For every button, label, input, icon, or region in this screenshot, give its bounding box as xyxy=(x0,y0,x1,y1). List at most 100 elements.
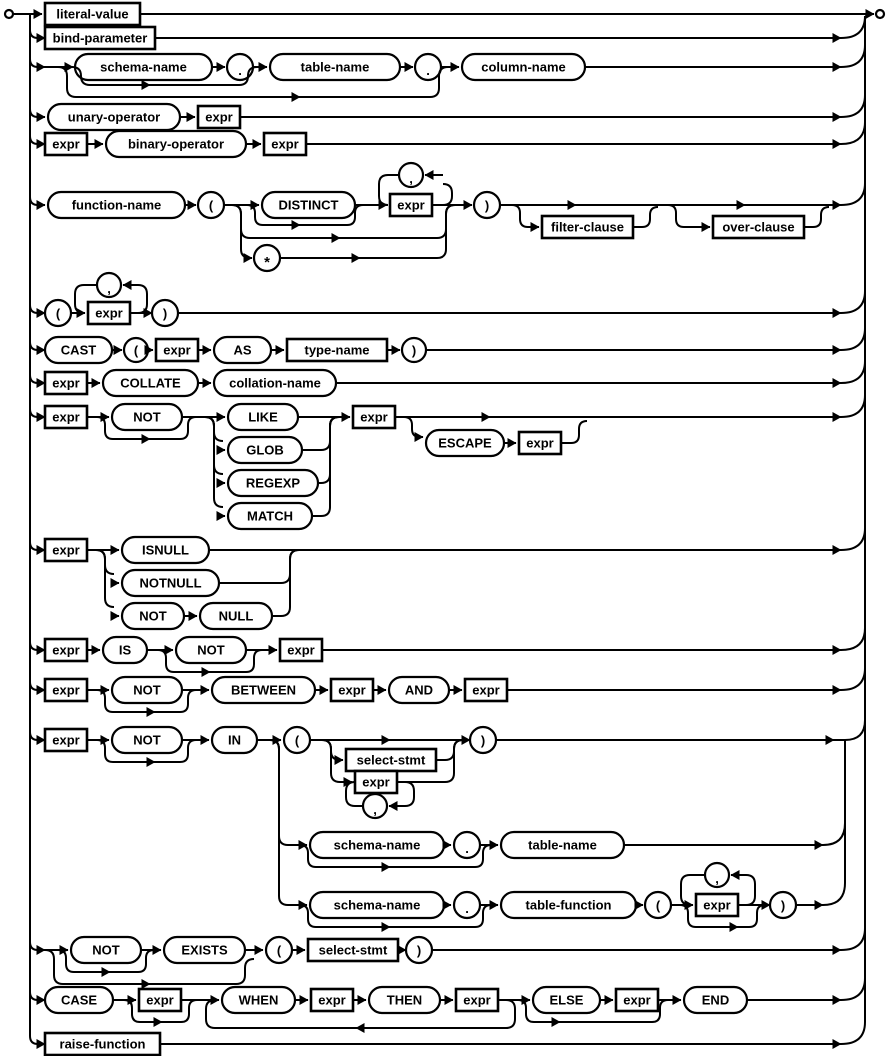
node-expr[interactable]: expr xyxy=(614,987,660,1013)
svg-text:): ) xyxy=(412,343,416,358)
node-star: * xyxy=(252,243,282,273)
svg-text:COLLATE: COLLATE xyxy=(120,376,181,391)
svg-text:(: ( xyxy=(656,898,661,913)
node-as: AS xyxy=(212,335,273,365)
svg-text:,: , xyxy=(409,171,413,186)
svg-text:IN: IN xyxy=(228,733,241,748)
svg-text:LIKE: LIKE xyxy=(248,410,278,425)
node-not: NOT xyxy=(120,601,186,631)
svg-text:): ) xyxy=(417,943,421,958)
svg-text:expr: expr xyxy=(205,110,232,125)
svg-text:): ) xyxy=(781,898,785,913)
node-over-clause[interactable]: over-clause xyxy=(711,214,806,240)
svg-text:filter-clause: filter-clause xyxy=(551,220,624,235)
node-expr[interactable]: expr xyxy=(154,337,200,363)
node-collation-name: collation-name xyxy=(212,368,338,398)
node-expr[interactable]: expr xyxy=(517,430,563,456)
node-not: NOT xyxy=(110,675,184,705)
node-expr[interactable]: expr xyxy=(86,300,132,326)
node-open-paren: ( xyxy=(196,190,226,220)
svg-text:expr: expr xyxy=(95,306,122,321)
node-expr[interactable]: expr xyxy=(43,370,89,396)
svg-text:type-name: type-name xyxy=(304,343,369,358)
node-cast: CAST xyxy=(43,335,114,365)
node-in: IN xyxy=(210,725,259,755)
node-dot: . xyxy=(413,52,443,82)
svg-text:expr: expr xyxy=(163,343,190,358)
node-unary-operator: unary-operator xyxy=(46,102,182,132)
node-select-stmt[interactable]: select-stmt xyxy=(306,937,400,963)
node-expr[interactable]: expr xyxy=(278,637,324,663)
svg-text:): ) xyxy=(485,198,489,213)
node-expr[interactable]: expr xyxy=(463,677,509,703)
node-expr[interactable]: expr xyxy=(43,404,89,430)
svg-text:,: , xyxy=(715,871,719,886)
node-schema-name: schema-name xyxy=(73,52,214,82)
node-function-name: function-name xyxy=(46,190,187,220)
node-comma: , xyxy=(95,271,123,299)
svg-text:,: , xyxy=(107,281,111,296)
svg-text:): ) xyxy=(481,733,485,748)
node-close-paren: ) xyxy=(400,336,428,364)
node-not: NOT xyxy=(69,935,143,965)
svg-text:,: , xyxy=(373,802,377,817)
svg-text:function-name: function-name xyxy=(72,198,162,213)
svg-text:ESCAPE: ESCAPE xyxy=(438,436,492,451)
node-escape: ESCAPE xyxy=(424,428,506,458)
svg-text:(: ( xyxy=(295,733,300,748)
svg-text:.: . xyxy=(238,63,242,78)
node-literal-value[interactable]: literal-value xyxy=(43,1,142,27)
branch-binary-operator: expr binary-operator expr xyxy=(43,121,866,159)
svg-text:binary-operator: binary-operator xyxy=(128,137,224,152)
svg-text:schema-name: schema-name xyxy=(100,60,187,75)
node-close-paren: ) xyxy=(768,890,798,920)
svg-text:NULL: NULL xyxy=(219,609,254,624)
node-filter-clause[interactable]: filter-clause xyxy=(540,214,635,240)
node-expr[interactable]: expr xyxy=(329,677,375,703)
node-expr[interactable]: expr xyxy=(196,104,242,130)
node-open-paren: ( xyxy=(264,935,294,965)
branch-paren-expr-list: ( expr , ) xyxy=(43,271,866,328)
node-table-name: table-name xyxy=(499,830,626,860)
branch-column-reference: schema-name . table-name . column-name xyxy=(45,44,866,102)
svg-text:ELSE: ELSE xyxy=(550,993,584,1008)
node-schema-name: schema-name xyxy=(308,890,446,920)
node-expr[interactable]: expr xyxy=(351,404,397,430)
node-expr[interactable]: expr xyxy=(137,987,183,1013)
node-expr[interactable]: expr xyxy=(43,637,89,663)
svg-text:schema-name: schema-name xyxy=(334,898,421,913)
node-expr[interactable]: expr xyxy=(694,892,740,918)
node-bind-parameter[interactable]: bind-parameter xyxy=(43,25,157,51)
node-close-paren: ) xyxy=(472,190,502,220)
node-raise-function[interactable]: raise-function xyxy=(43,1031,162,1056)
node-expr[interactable]: expr xyxy=(43,727,89,753)
node-else: ELSE xyxy=(531,985,602,1015)
node-type-name[interactable]: type-name xyxy=(285,337,389,363)
node-expr[interactable]: expr xyxy=(43,537,89,563)
svg-text:(: ( xyxy=(134,343,139,358)
svg-text:expr: expr xyxy=(271,137,298,152)
svg-text:THEN: THEN xyxy=(387,993,422,1008)
svg-text:collation-name: collation-name xyxy=(229,376,321,391)
node-expr[interactable]: expr xyxy=(454,987,500,1013)
node-open-paren: ( xyxy=(43,298,73,328)
node-case: CASE xyxy=(43,985,115,1015)
node-expr[interactable]: expr xyxy=(43,131,89,157)
node-comma: , xyxy=(397,161,425,189)
node-regexp: REGEXP xyxy=(226,468,320,498)
svg-text:END: END xyxy=(702,993,729,1008)
svg-text:expr: expr xyxy=(287,643,314,658)
node-expr[interactable]: expr xyxy=(262,131,308,157)
node-select-stmt[interactable]: select-stmt xyxy=(344,747,438,773)
svg-text:BETWEEN: BETWEEN xyxy=(231,683,296,698)
node-expr[interactable]: expr xyxy=(43,677,89,703)
node-expr[interactable]: expr xyxy=(353,769,399,795)
svg-text:REGEXP: REGEXP xyxy=(246,476,301,491)
node-expr[interactable]: expr xyxy=(309,987,355,1013)
node-expr[interactable]: expr xyxy=(388,192,434,218)
node-close-paren: ) xyxy=(150,298,180,328)
svg-text:.: . xyxy=(465,901,469,916)
node-then: THEN xyxy=(367,985,442,1015)
node-open-paren: ( xyxy=(643,890,673,920)
branch-between: expr NOT BETWEEN expr AND expr xyxy=(43,667,866,717)
